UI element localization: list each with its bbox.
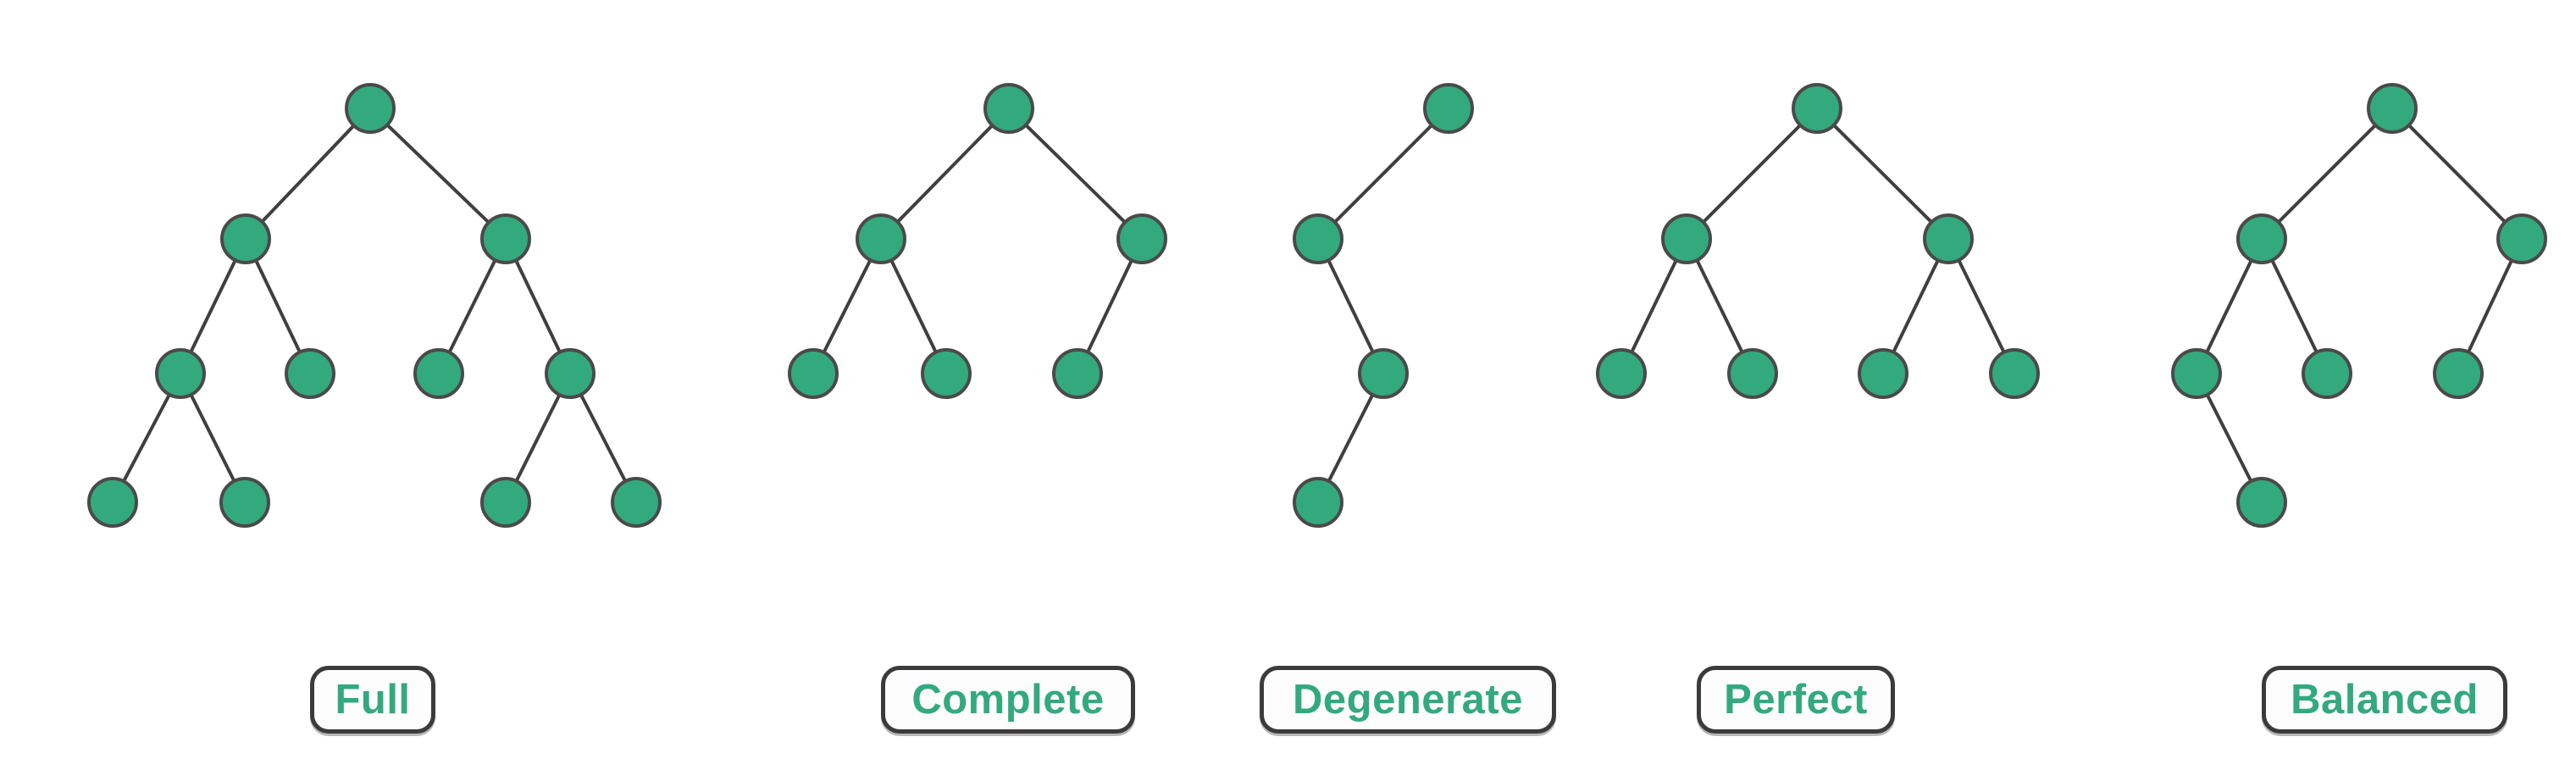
tree-edge <box>1326 391 1376 485</box>
tree-perfect <box>1596 83 2040 399</box>
tree-label-text: Degenerate <box>1293 676 1523 723</box>
tree-node[interactable] <box>155 348 206 399</box>
tree-node[interactable] <box>1052 348 1103 399</box>
tree-edge <box>1891 257 1941 356</box>
tree-node[interactable] <box>983 83 1034 134</box>
tree-node[interactable] <box>921 348 972 399</box>
tree-edge <box>513 257 562 356</box>
tree-edge <box>895 122 995 225</box>
tree-label-balanced[interactable]: Balanced <box>2262 666 2507 734</box>
tree-full <box>87 83 662 528</box>
tree-node[interactable] <box>2302 348 2352 399</box>
tree-node[interactable] <box>545 348 596 399</box>
tree-edge <box>446 257 498 356</box>
tree-edge <box>889 257 939 356</box>
tree-edge <box>1831 122 1935 225</box>
tree-balanced <box>2171 83 2547 528</box>
tree-node[interactable] <box>856 213 906 264</box>
tree-node[interactable] <box>219 477 270 528</box>
tree-edge <box>2275 122 2379 225</box>
tree-edge <box>2204 391 2254 485</box>
tree-label-degenerate[interactable]: Degenerate <box>1260 666 1556 734</box>
tree-node[interactable] <box>1858 348 1908 399</box>
tree-edge <box>188 391 237 485</box>
tree-node[interactable] <box>1358 348 1409 399</box>
tree-node[interactable] <box>1923 213 1974 264</box>
tree-edge <box>1700 122 1803 225</box>
tree-edge <box>121 391 172 485</box>
tree-edge <box>188 257 238 356</box>
tree-edge <box>1022 122 1128 225</box>
tree-label-text: Perfect <box>1724 676 1868 723</box>
tree-node[interactable] <box>1596 348 1647 399</box>
tree-edge <box>384 122 492 225</box>
tree-label-text: Balanced <box>2291 676 2479 723</box>
tree-node[interactable] <box>87 477 138 528</box>
tree-edge <box>1694 257 1745 356</box>
tree-edge <box>258 122 357 225</box>
tree-node[interactable] <box>2236 213 2287 264</box>
tree-node[interactable] <box>611 477 662 528</box>
tree-node[interactable] <box>1989 348 2040 399</box>
tree-label-text: Complete <box>911 676 1105 723</box>
tree-node[interactable] <box>2433 348 2484 399</box>
tree-edge <box>253 257 302 356</box>
tree-label-perfect[interactable]: Perfect <box>1697 666 1895 734</box>
tree-edge <box>1085 257 1134 356</box>
tree-label-complete[interactable]: Complete <box>881 666 1135 734</box>
tree-node[interactable] <box>220 213 271 264</box>
tree-node[interactable] <box>345 83 396 134</box>
tree-edge <box>2204 257 2254 356</box>
tree-label-text: Full <box>335 676 411 723</box>
tree-node[interactable] <box>2496 213 2547 264</box>
tree-node[interactable] <box>285 348 335 399</box>
tree-node[interactable] <box>2367 83 2418 134</box>
tree-node[interactable] <box>2171 348 2222 399</box>
tree-node[interactable] <box>1727 348 1778 399</box>
tree-edge <box>2466 257 2514 356</box>
tree-edge <box>1326 257 1376 356</box>
tree-edge <box>2406 122 2508 225</box>
tree-node[interactable] <box>1423 83 1474 134</box>
tree-complete <box>788 83 1167 399</box>
tree-edge <box>821 257 873 356</box>
tree-node[interactable] <box>1792 83 1842 134</box>
tree-edge <box>1629 257 1679 356</box>
tree-node[interactable] <box>1293 477 1343 528</box>
tree-degenerate <box>1293 83 1474 528</box>
tree-edge <box>578 391 629 485</box>
tree-label-full[interactable]: Full <box>310 666 435 734</box>
tree-node[interactable] <box>480 477 531 528</box>
tree-edge <box>2269 257 2319 356</box>
tree-node[interactable] <box>413 348 464 399</box>
tree-edge <box>1332 122 1435 225</box>
tree-node[interactable] <box>2236 477 2287 528</box>
tree-node[interactable] <box>480 213 531 264</box>
tree-node[interactable] <box>1293 213 1343 264</box>
tree-node[interactable] <box>1661 213 1712 264</box>
tree-node[interactable] <box>788 348 839 399</box>
tree-edge <box>1956 257 2007 356</box>
tree-node[interactable] <box>1116 213 1167 264</box>
tree-edge <box>513 391 562 485</box>
